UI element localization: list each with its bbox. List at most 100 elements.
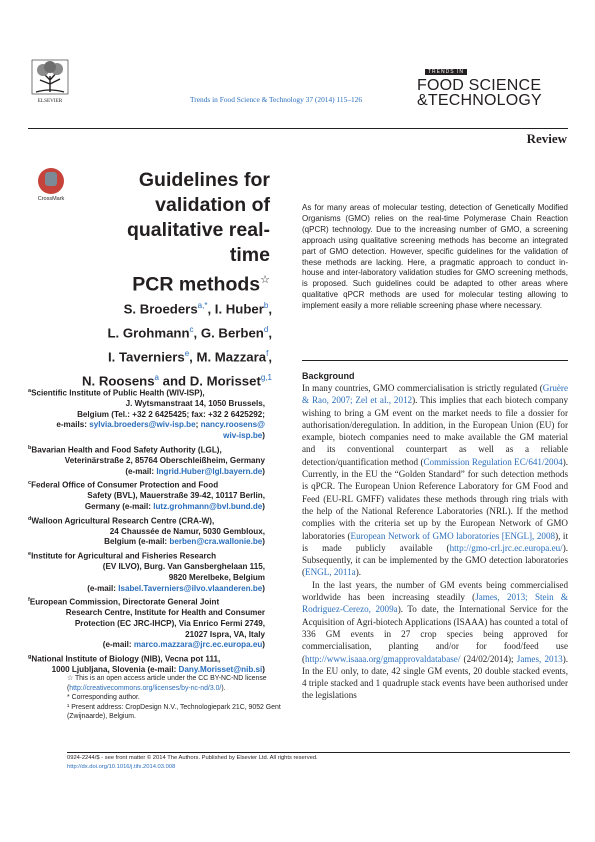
author-separator: , (207, 301, 215, 317)
email-close: ) (262, 466, 265, 476)
affiliation-name: Institute for Agricultural and Fisheries… (31, 551, 217, 561)
footer: 0924-2244/$ - see front matter © 2014 Th… (67, 754, 318, 771)
affiliation-name: Bavarian Health and Food Safety Authorit… (31, 445, 222, 455)
affiliation-id: c (28, 480, 32, 487)
author-name: D. Morisset (189, 373, 261, 389)
affiliation-address: (EV ILVO), Burg. Van Gansberghelaan 115, (102, 562, 265, 572)
journal-brand: TRENDS IN FOOD SCIENCE &TECHNOLOGY (417, 60, 567, 109)
elsevier-tree-icon: ELSEVIER (31, 59, 69, 104)
author-separator: , (268, 325, 272, 341)
citation-link[interactable]: James, 2013; Stein & Rodriguez-Cerezo, 2… (302, 592, 568, 615)
citation-link[interactable]: ENGL, 2011a (305, 567, 356, 578)
open-access-note: ☆ This is an open access article under t… (67, 675, 267, 692)
email-link-continued[interactable]: wiv-isp.be (223, 431, 263, 441)
citation-link[interactable]: Commission Regulation EC/641/2004 (423, 456, 563, 467)
citation-link[interactable]: http://www.isaaa.org/gmapprovaldatabase/ (305, 653, 461, 664)
affiliation-id: b (28, 444, 32, 451)
license-link[interactable]: http://creativecommons.org/licenses/by-n… (69, 684, 222, 692)
article-title: Guidelines for validation of qualitative… (110, 168, 270, 298)
author-affiliation-mark[interactable]: b (263, 301, 269, 310)
section-label: Review (526, 131, 567, 146)
affiliation-lead: gNational Institute of Biology (NIB), Ve… (28, 652, 265, 665)
affiliation-lead: fEuropean Commission, Directorate Genera… (28, 595, 265, 608)
author-name: I. Taverniers (107, 349, 185, 365)
author-affiliation-mark[interactable]: e (184, 348, 190, 358)
affiliation: dWalloon Agricultural Research Centre (C… (28, 514, 265, 548)
text-run: ). Subsequently, it can be implemented b… (302, 542, 568, 578)
journal-brand-small: TRENDS IN (425, 69, 467, 75)
crossmark-icon (38, 168, 64, 194)
email-link[interactable]: berben@cra.wallonie.be (169, 537, 263, 547)
text-run: ). This implies that each biotech compan… (302, 395, 568, 467)
affiliation: aScientific Institute of Public Health (… (28, 386, 265, 442)
title-line: qualitative real-time (126, 219, 270, 266)
section-heading-background: Background (302, 371, 355, 381)
affiliation-address: Safety (BVL), Mauerstraße 39-42, 10117 B… (87, 491, 265, 501)
affiliation: eInstitute for Agricultural and Fisherie… (28, 549, 265, 594)
email-close: ) (262, 431, 265, 441)
citation-link[interactable]: http://gmo-crl.jrc.ec.europa.eu/ (449, 542, 563, 553)
author-affiliation-mark[interactable]: a (154, 372, 159, 382)
affiliation-name: European Commission, Directorate General… (29, 597, 220, 607)
header-rule (28, 128, 568, 129)
author-separator: , (268, 301, 272, 317)
author-list: S. Broedersa,*, I. Huberb,L. Grohmannc, … (36, 296, 272, 392)
author-line: N. Roosensa and D. Morissetg,1 (36, 368, 272, 392)
author-affiliation-mark[interactable]: g,1 (260, 372, 272, 382)
affiliation-address: 21027 Ispra, VA, Italy (185, 629, 265, 639)
citation-link[interactable]: Gruère & Rao, 2007; Zel et al., 2012 (302, 383, 568, 406)
title-line: Guidelines for (138, 169, 270, 191)
journal-brand-line1: FOOD SCIENCE (417, 77, 542, 94)
journal-reference[interactable]: Trends in Food Science & Technology 37 (… (190, 95, 363, 104)
author-affiliation-mark[interactable]: c (189, 324, 194, 334)
affiliation: gNational Institute of Biology (NIB), Ve… (28, 652, 265, 676)
email-link[interactable]: lutz.grohmann@bvl.bund.de (153, 502, 263, 511)
text-run: In the last years, the number of GM even… (302, 579, 568, 603)
affiliation: bBavarian Health and Food Safety Authori… (28, 443, 265, 477)
title-footnote-mark[interactable]: ☆ (260, 274, 270, 286)
corresponding-author-note: * Corresponding author. (67, 694, 140, 702)
doi-link[interactable]: http://dx.doi.org/10.1016/j.tifs.2014.03… (67, 763, 176, 770)
author-name: S. Broeders (123, 301, 198, 317)
email-link[interactable]: sylvia.broeders@wiv-isp.be (89, 420, 196, 430)
affiliation-address: 9820 Merelbeke, Belgium (168, 572, 265, 582)
text-run: ). In the EU only, to date, 42 single GM… (302, 653, 568, 701)
email-link[interactable]: marco.mazzara@jrc.ec.europa.eu (133, 640, 263, 650)
author-separator: , (268, 349, 272, 365)
email-link[interactable]: Isabel.Taverniers@ilvo.vlaanderen.be (118, 583, 263, 593)
email-link[interactable]: Ingrid.Huber@lgl.bayern.de (156, 466, 263, 476)
author-affiliation-mark[interactable]: f (266, 348, 269, 358)
affiliation-name: Walloon Agricultural Research Centre (CR… (31, 516, 215, 526)
email-link[interactable]: Dany.Morisset@nib.si (178, 665, 263, 675)
author-affiliation-mark[interactable]: a,* (197, 301, 208, 310)
affiliation-address: 24 Chaussée de Namur, 5030 Gembloux, (109, 526, 265, 536)
affiliation-address: Protection (EC JRC-IHCP), Via Enrico Fer… (74, 619, 265, 628)
email-label: (e-mail: (102, 640, 134, 650)
affiliation-id: g (28, 653, 32, 660)
copyright-line: 0924-2244/$ - see front matter © 2014 Th… (67, 755, 318, 761)
crossmark-badge[interactable]: CrossMark (33, 168, 69, 202)
citation-link[interactable]: European Network of GMO laboratories [EN… (350, 530, 556, 541)
author-name: I. Huber (214, 301, 264, 317)
email-label: (e-mail: (125, 466, 157, 476)
title-line: validation of (155, 194, 270, 216)
citation-link[interactable]: James, 2013 (516, 653, 563, 664)
email-close: ) (262, 640, 265, 650)
paragraph: In many countries, GMO commercialisation… (302, 382, 568, 579)
text-run: (24/02/2014); (460, 653, 517, 664)
abstract-rule (302, 360, 568, 361)
affiliation-lead: dWalloon Agricultural Research Centre (C… (28, 514, 265, 527)
present-address-note: ¹ Present address: CropDesign N.V., Tech… (67, 703, 281, 721)
author-affiliation-mark[interactable]: d (263, 324, 269, 334)
author-separator: , (189, 349, 197, 365)
affiliation-name: National Institute of Biology (NIB), Vec… (31, 654, 221, 664)
email-link[interactable]: nancy.roosens@ (200, 420, 265, 430)
affiliation-address: Research Centre, Institute for Health an… (65, 608, 265, 618)
author-name: G. Berben (200, 325, 264, 341)
affiliation-name: Federal Office of Consumer Protection an… (31, 480, 219, 490)
abstract: As for many areas of molecular testing, … (302, 203, 568, 311)
author-line: S. Broedersa,*, I. Huberb, (36, 296, 272, 320)
affiliation-lead: cFederal Office of Consumer Protection a… (28, 478, 265, 491)
text-run: ). (355, 567, 362, 578)
email-close: ) (262, 502, 265, 511)
